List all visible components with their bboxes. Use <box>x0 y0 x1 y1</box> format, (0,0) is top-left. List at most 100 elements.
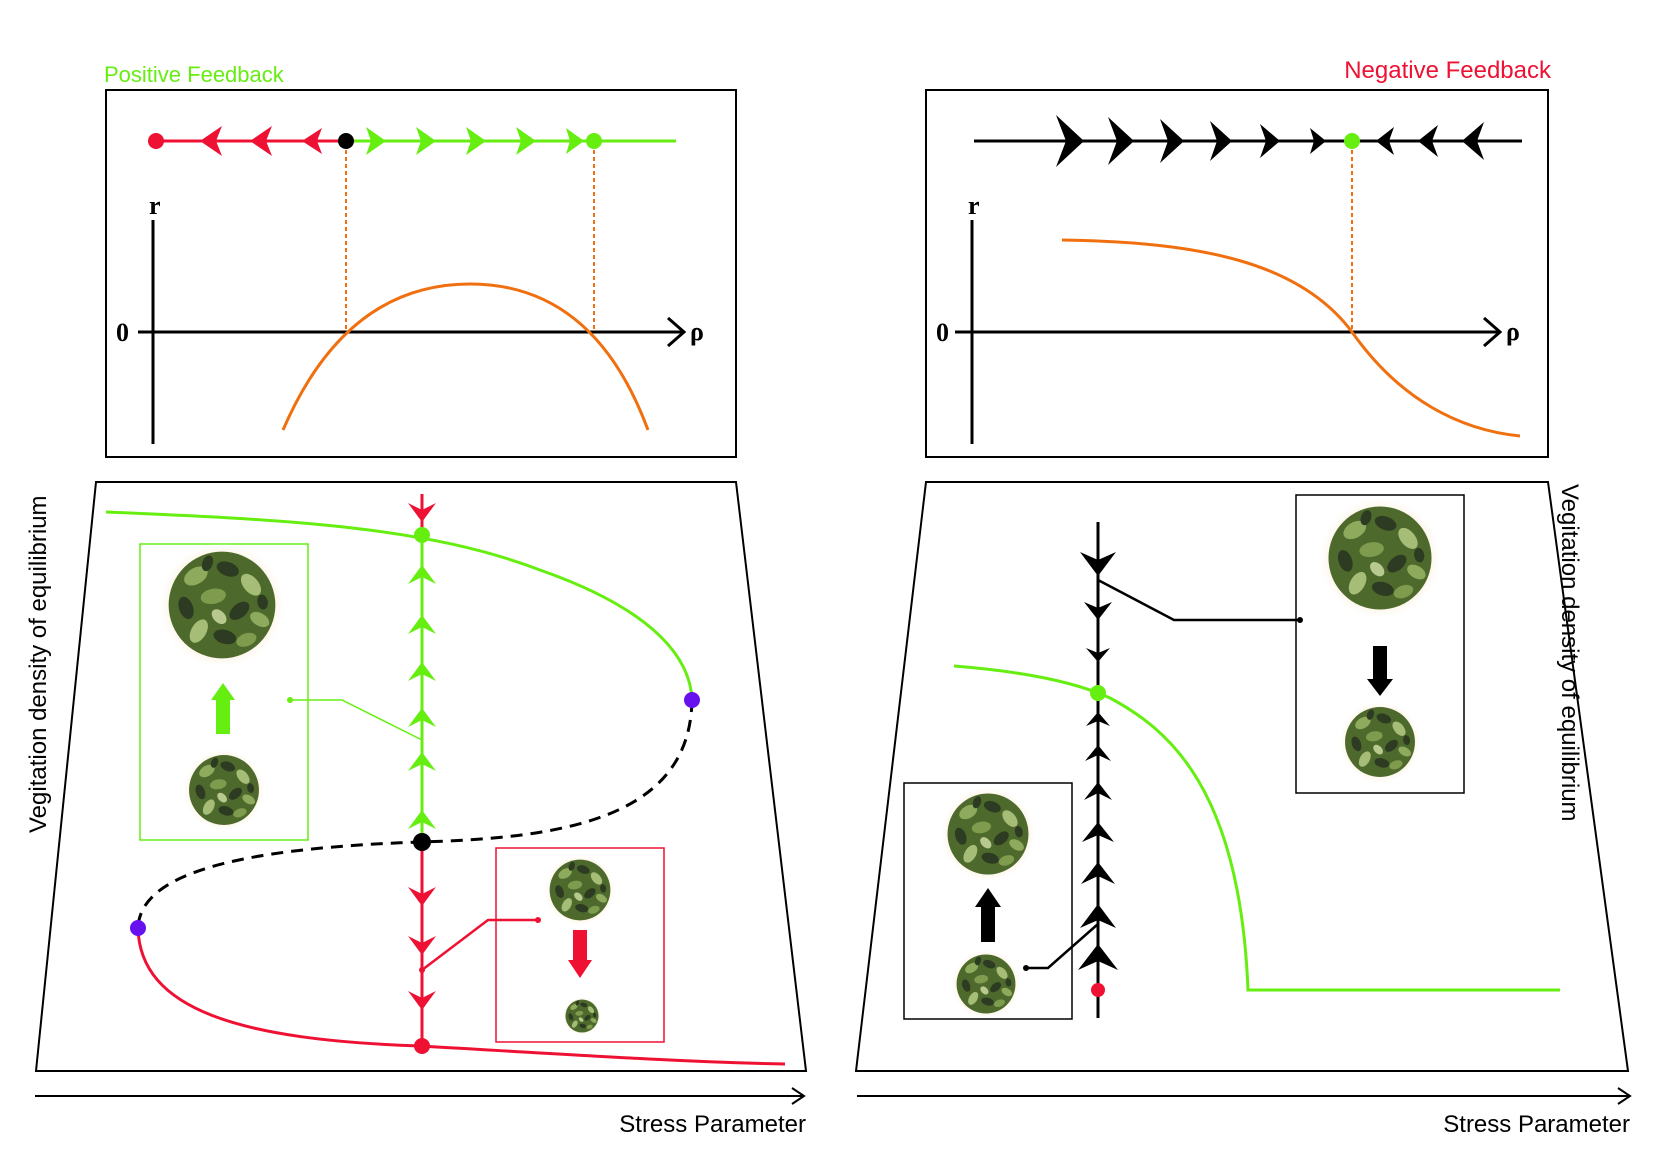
decline-arrow-shaft <box>573 930 587 960</box>
right-phase-plot-frame <box>925 89 1549 458</box>
decline-inset-box <box>1295 494 1465 794</box>
connector-dot <box>287 697 293 703</box>
extinct-equilibrium-point <box>1091 983 1105 997</box>
left-rho-axis-arrowhead <box>667 316 687 348</box>
unstable-equilibrium-point <box>338 133 354 149</box>
sparse-bush-icon <box>951 949 1021 1019</box>
extinct-equilibrium-point <box>148 133 164 149</box>
upper-stable-branch <box>105 510 694 701</box>
growth-arrow-head <box>975 888 1001 907</box>
decline-arrow-shaft <box>1373 646 1387 680</box>
saddle-equilibrium-point <box>413 833 431 851</box>
lower-tipping-point <box>130 920 146 936</box>
decline-inset-connector <box>1097 578 1300 622</box>
right-arrow-marker <box>566 128 584 154</box>
down-arrow-marker <box>1080 552 1116 576</box>
left-heading: Positive Feedback <box>104 62 285 87</box>
right-r-axis-label: r <box>968 191 980 220</box>
decline-inset-connector <box>421 918 538 971</box>
up-arrow-marker <box>1078 944 1118 970</box>
right-growth-rate-curve <box>1061 238 1521 438</box>
lower-stable-branch <box>136 927 786 1066</box>
left-bifurcation-frame <box>34 481 808 1072</box>
up-arrow-marker <box>408 565 436 584</box>
down-arrow-marker <box>1084 602 1112 620</box>
right-arrow-marker <box>516 127 536 155</box>
dense-bush-icon <box>940 786 1036 882</box>
sparse-bush-icon <box>182 748 266 832</box>
connector-dot <box>419 967 425 973</box>
right-arrow-marker <box>1160 119 1184 163</box>
right-phase-line <box>974 115 1522 167</box>
left-phase-plot-frame <box>105 89 737 458</box>
right-arrow-marker <box>1210 121 1232 161</box>
right-rho-axis-label: ρ <box>1506 317 1520 346</box>
left-y-axis-label: Vegitation density of equilibrium <box>25 495 52 833</box>
right-arrow-marker <box>416 127 436 155</box>
growth-arrow-head <box>211 683 235 700</box>
connector-dot <box>1297 617 1303 623</box>
connector-dot <box>535 917 541 923</box>
connector-dot <box>1023 965 1029 971</box>
dense-bush-icon <box>159 542 285 668</box>
left-rho-axis-label: ρ <box>690 317 704 346</box>
right-stress-axis-arrowhead <box>1617 1087 1632 1105</box>
stable-equilibrium-point <box>1090 685 1106 701</box>
right-arrow-marker <box>1108 117 1134 165</box>
decline-inset-box <box>495 847 665 1043</box>
down-arrow-marker <box>408 936 436 955</box>
stable-equilibrium-point <box>586 133 602 149</box>
up-arrow-marker <box>1085 745 1111 761</box>
growth-inset-connector <box>1026 923 1099 970</box>
up-arrow-marker <box>1081 862 1115 884</box>
tiny-bush-icon <box>562 996 602 1036</box>
up-arrow-marker <box>1082 822 1114 842</box>
left-r-axis-label: r <box>149 191 161 220</box>
left-arrow-marker <box>200 126 222 156</box>
right-rho-axis-arrowhead <box>1483 316 1503 348</box>
stable-branch <box>953 664 1560 992</box>
up-arrow-marker <box>408 615 436 634</box>
lower-equilibrium-point <box>414 1038 430 1054</box>
left-arrow-marker <box>1462 122 1484 160</box>
right-heading: Negative Feedback <box>1344 57 1552 84</box>
left-growth-rate-curve <box>281 282 650 431</box>
right-bifurcation-frame <box>854 481 1630 1072</box>
growth-inset-connector <box>290 699 423 741</box>
up-arrow-marker <box>408 662 436 681</box>
down-arrow-marker <box>408 991 436 1010</box>
right-arrow-marker <box>1260 124 1280 158</box>
growth-arrow-shaft <box>981 906 995 942</box>
down-arrow-marker <box>408 503 436 522</box>
down-arrow-marker <box>1086 648 1110 662</box>
up-arrow-marker <box>1084 782 1112 800</box>
dense-bush-icon <box>1319 497 1441 619</box>
left-phase-line <box>148 126 676 156</box>
left-arrow-marker <box>250 126 272 156</box>
right-arrow-marker <box>1310 128 1326 154</box>
upper-tipping-point <box>684 692 700 708</box>
up-arrow-marker <box>408 752 436 771</box>
up-arrow-marker <box>1086 712 1110 726</box>
up-arrow-marker <box>1080 904 1116 928</box>
left-arrow-marker <box>1418 125 1438 157</box>
growth-arrow-shaft <box>216 700 230 734</box>
medium-bush-icon <box>1338 700 1422 784</box>
right-y-axis-label: Vegitation density of equilibrium <box>1556 484 1583 822</box>
left-arrow-marker <box>1376 127 1394 155</box>
right-arrow-marker <box>466 127 486 155</box>
right-x-axis-label: Stress Parameter <box>1443 1111 1630 1138</box>
growth-inset-box <box>903 782 1073 1020</box>
right-zero-label: 0 <box>936 318 949 347</box>
up-arrow-marker <box>408 708 436 727</box>
right-arrow-marker <box>1056 115 1084 167</box>
left-x-axis-label: Stress Parameter <box>619 1111 806 1138</box>
decline-arrow-head <box>1367 679 1393 696</box>
stable-equilibrium-point <box>1344 133 1360 149</box>
left-stress-axis-arrowhead <box>791 1087 806 1105</box>
down-arrow-marker <box>408 887 436 906</box>
right-arrow-marker <box>366 127 386 155</box>
left-zero-label: 0 <box>116 318 129 347</box>
decline-arrow-head <box>568 960 592 978</box>
